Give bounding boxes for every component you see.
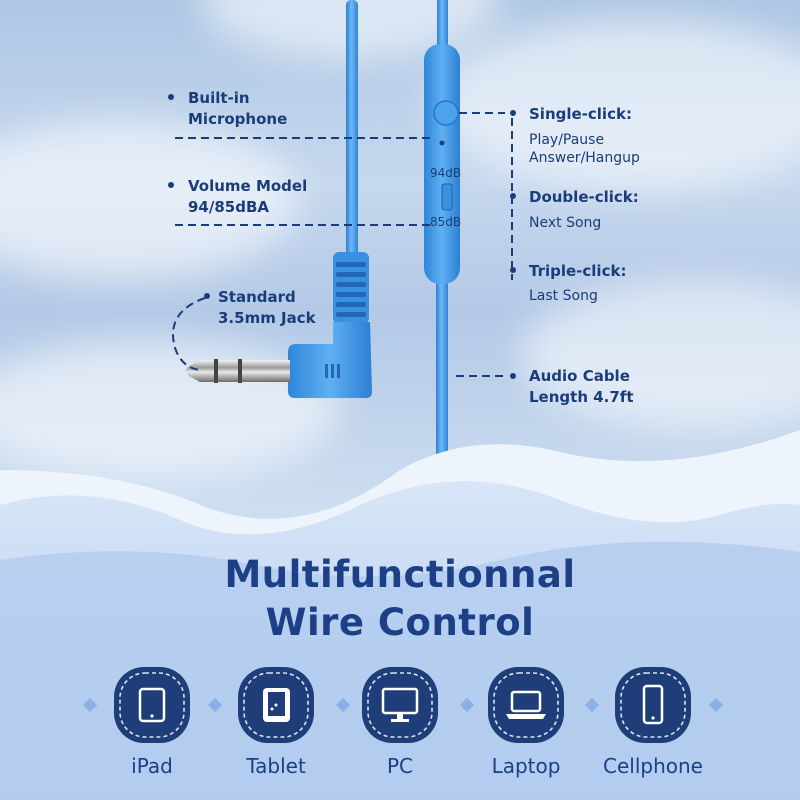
db-high-label: 94dB [430, 166, 462, 180]
db-low-label: 85dB [430, 215, 462, 229]
remote-body [424, 44, 460, 284]
single-click-line2: Answer/Hangup [529, 150, 640, 166]
headline-line2: Wire Control [265, 601, 535, 644]
callout-dot [204, 293, 210, 299]
jack-label-line2: 3.5mm Jack [218, 309, 316, 327]
microphone-label-line1: Built-in [188, 89, 250, 107]
single-click-title: Single-click: [529, 105, 632, 123]
cellphone-icon [615, 667, 691, 743]
volume-callout: Volume Model 94/85dBA [188, 176, 307, 218]
volume-slider [441, 183, 453, 211]
triple-click-desc: Last Song [529, 288, 598, 304]
cable-right-bottom [436, 278, 448, 478]
pc-icon [362, 667, 438, 743]
callout-dot [510, 373, 516, 379]
volume-label-line1: Volume Model [188, 177, 308, 195]
jack-callout: Standard 3.5mm Jack [218, 287, 316, 329]
triple-click-title: Triple-click: [529, 262, 627, 280]
single-click-desc: Play/Pause Answer/Hangup [529, 131, 640, 167]
tablet-icon [238, 667, 314, 743]
callout-dot [168, 182, 174, 188]
device-label-ipad: iPad [131, 754, 173, 778]
jack-body [288, 322, 372, 398]
cable-label-line1: Audio Cable [529, 367, 630, 385]
remote-button [433, 100, 459, 126]
sky-background [0, 0, 800, 520]
device-label-cellphone: Cellphone [603, 754, 703, 778]
cable-callout: Audio Cable Length 4.7ft [529, 366, 634, 408]
laptop-icon [488, 667, 564, 743]
cable-right-top [437, 0, 448, 50]
volume-label-line2: 94/85dBA [188, 198, 270, 216]
double-click-desc: Next Song [529, 215, 602, 231]
cable-left [346, 0, 358, 262]
cable-label-line2: Length 4.7ft [529, 388, 634, 406]
device-label-tablet: Tablet [246, 754, 306, 778]
mic-hole [439, 140, 445, 146]
headline-line1: Multifunctionnal [224, 553, 576, 596]
callout-dot [510, 267, 516, 273]
jack-plug [200, 360, 290, 382]
microphone-callout: Built-in Microphone [188, 88, 287, 130]
callout-dot [168, 94, 174, 100]
microphone-label-line2: Microphone [188, 110, 288, 128]
ipad-icon [114, 667, 190, 743]
callout-dot [510, 110, 516, 116]
callout-dot [510, 193, 516, 199]
double-click-title: Double-click: [529, 188, 639, 206]
single-click-line1: Play/Pause [529, 132, 605, 148]
device-label-laptop: Laptop [491, 754, 561, 778]
device-label-pc: PC [386, 754, 414, 778]
jack-label-line1: Standard [218, 288, 296, 306]
